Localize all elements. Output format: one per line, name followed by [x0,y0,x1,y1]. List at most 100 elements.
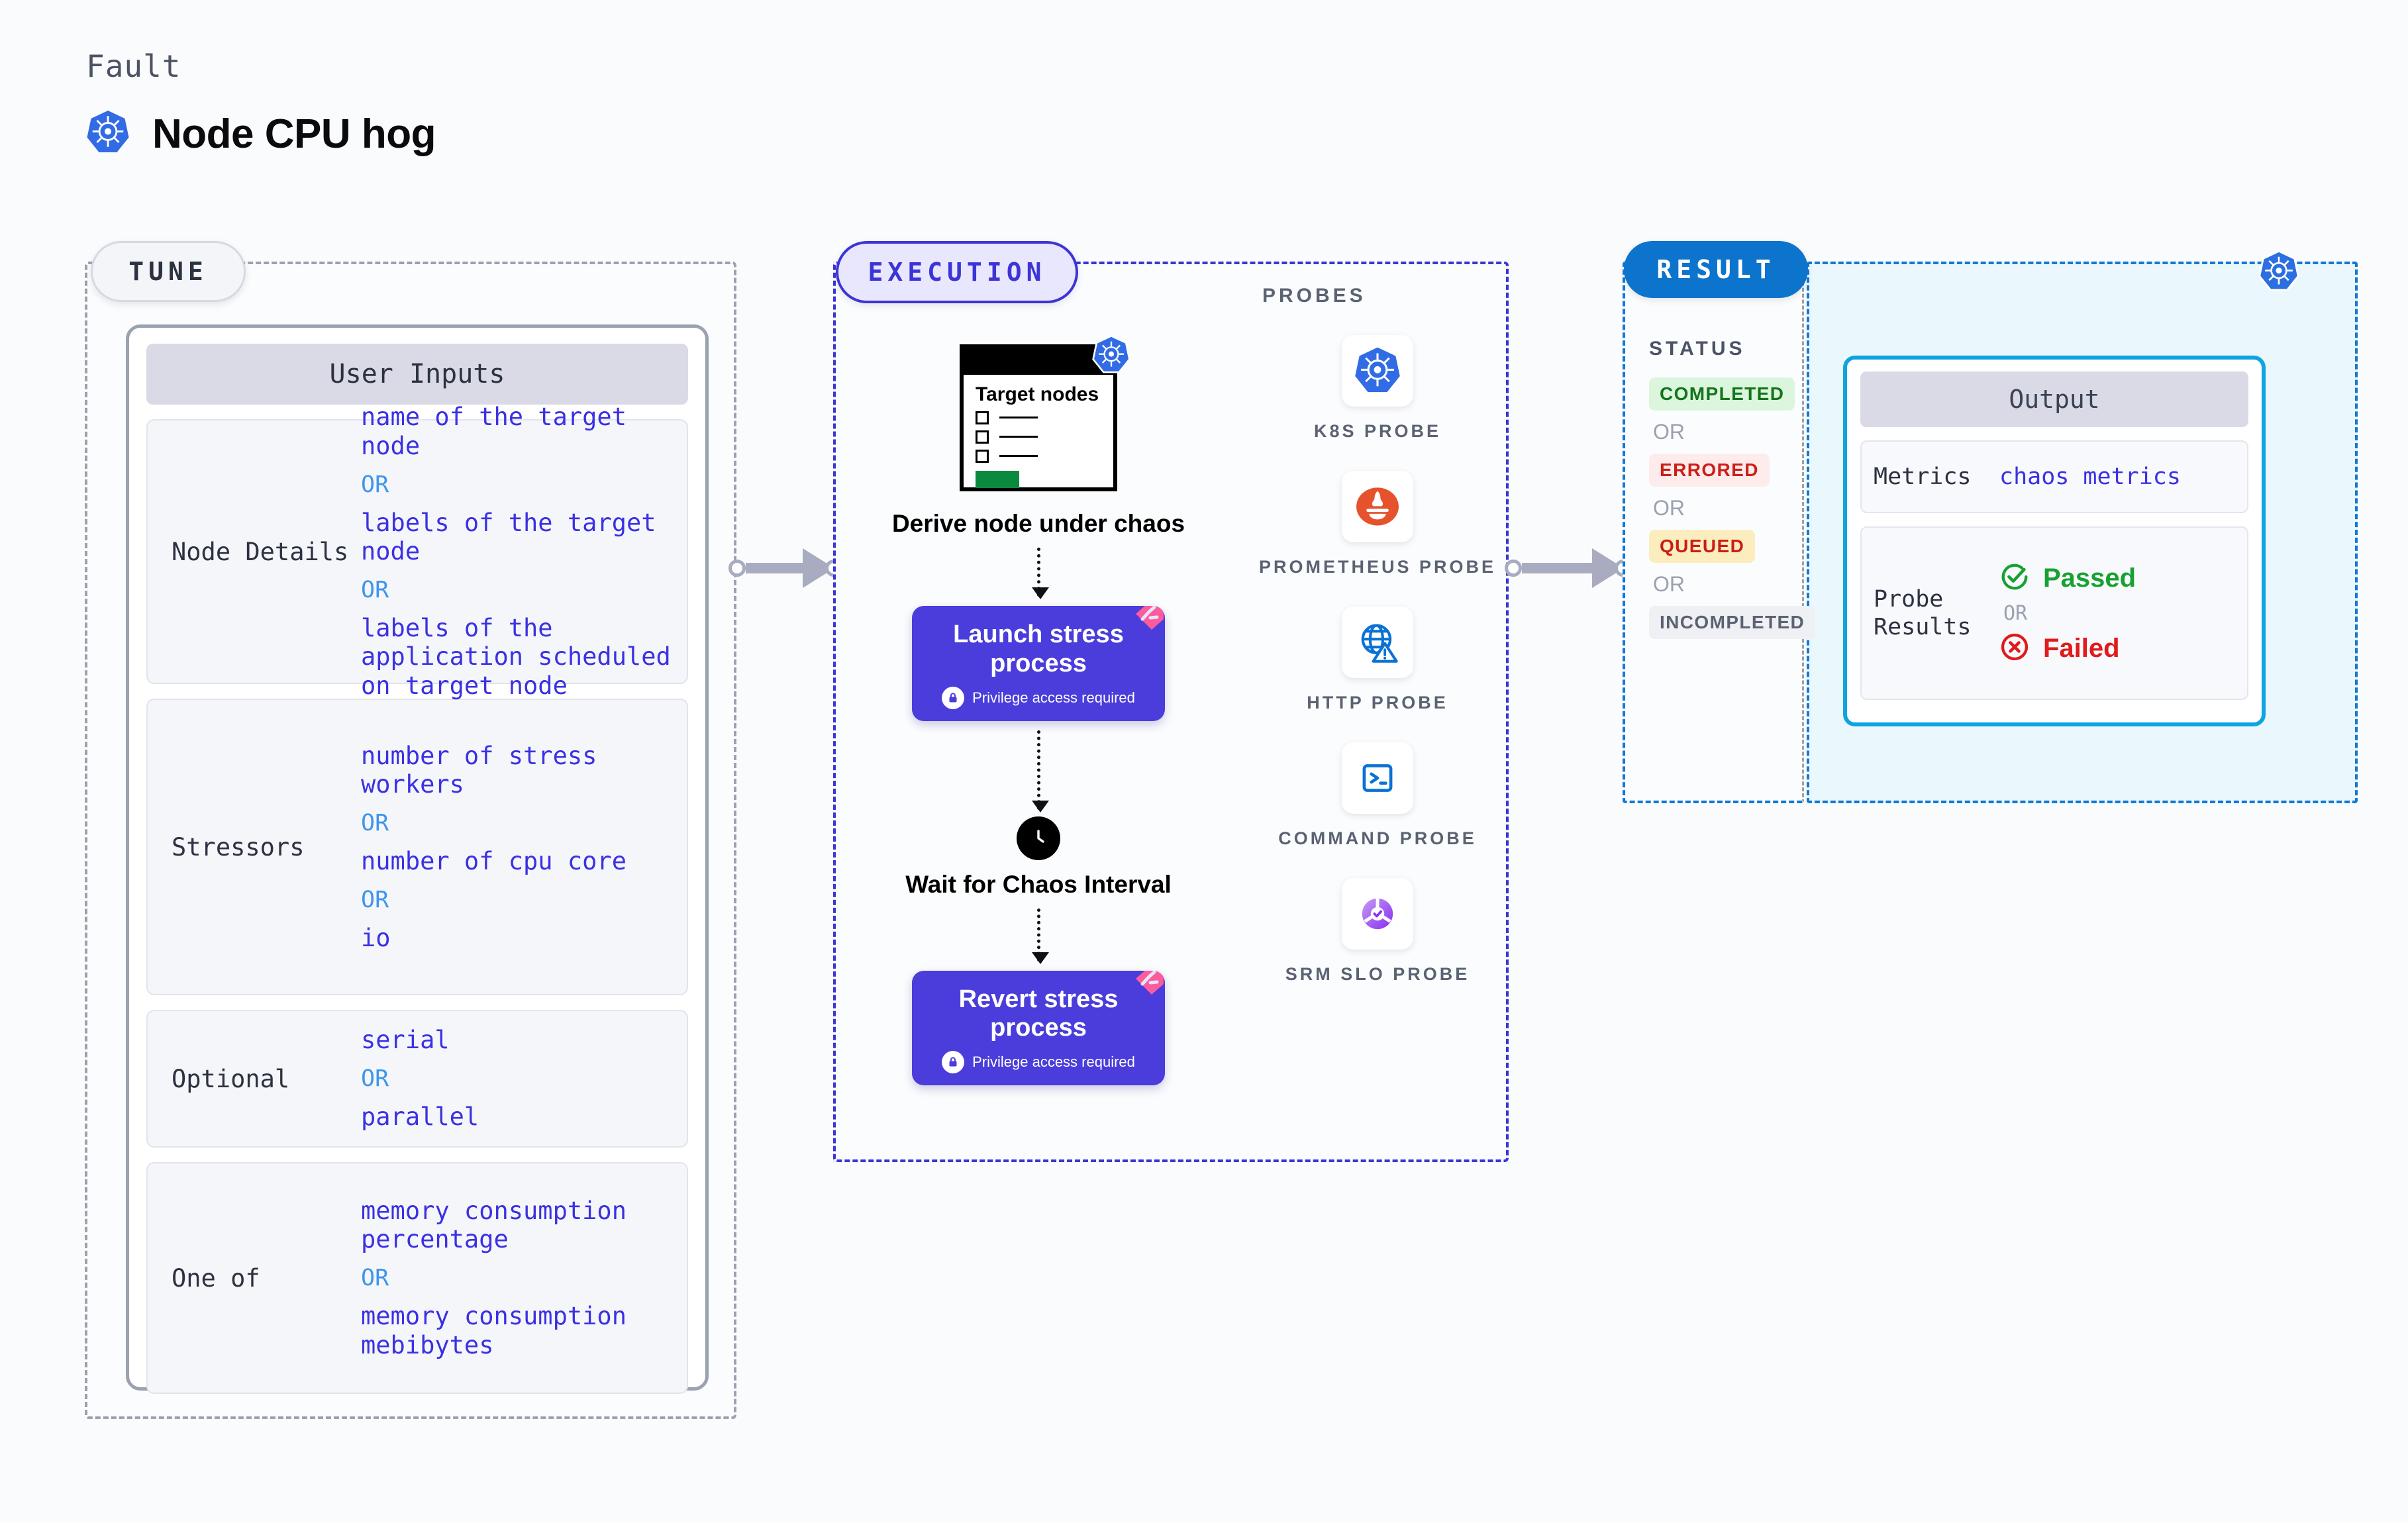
input-separator: OR [361,886,389,913]
input-value: labels of the application scheduled on t… [361,613,671,701]
probe-result-failed-label: Failed [2043,633,2120,663]
step-revert-stress-process[interactable]: Revert stress process Privilege access r… [912,970,1165,1085]
output-label: Probe Results [1874,586,1972,640]
input-group-stressors: Stressors number of stress workers OR nu… [146,699,688,995]
step-launch-stress-process[interactable]: Launch stress process Privilege access r… [912,606,1165,721]
connector-start-dot [1505,560,1522,577]
globe-warning-icon [1342,607,1413,679]
placeholder-line [999,455,1038,457]
output-label: Metrics [1874,464,1972,490]
prometheus-icon [1341,471,1413,543]
input-separator: OR [361,576,389,603]
target-card-green-bar [976,470,1019,488]
input-separator: OR [361,1265,389,1291]
check-circle-icon [1999,562,2030,595]
kubernetes-icon [1092,334,1130,378]
placeholder-line [999,436,1038,438]
input-group-label: Node Details [172,537,349,566]
probe-label: COMMAND PROBE [1278,828,1477,849]
flow-connector [1031,908,1049,964]
output-header: Output [1860,371,2248,427]
flow-connector [1031,730,1049,812]
input-separator: OR [361,1065,389,1092]
status-badge-list: COMPLETED OR ERRORED OR QUEUED OR INCOMP… [1649,377,1816,639]
connector-bar [746,563,804,573]
status-badge-completed: COMPLETED [1649,377,1795,411]
input-separator: OR [361,471,389,498]
input-value: serial [361,1026,450,1055]
clock-icon [1017,816,1060,860]
chaos-corner-badge-icon [1132,606,1165,638]
input-value: number of stress workers [361,741,597,799]
output-metrics-value[interactable]: chaos metrics [1999,464,2181,490]
probe-item-command[interactable]: COMMAND PROBE [1278,742,1477,850]
lock-icon [942,686,965,709]
status-badge-incompleted: INCOMPLETED [1649,606,1816,639]
chaos-corner-badge-icon [1132,970,1165,1003]
step-title: Launch stress process [953,620,1124,677]
step-caption-wait-for-chaos-interval: Wait for Chaos Interval [905,870,1172,898]
input-group-one-of: One of memory consumption percentage OR … [146,1162,688,1394]
status-separator: OR [1653,420,1685,444]
probe-item-http[interactable]: HTTP PROBE [1307,607,1448,714]
checkbox-icon [976,411,989,424]
step-title: Revert stress process [958,985,1119,1042]
input-value: name of the target node [361,403,627,460]
fault-title-row: Node CPU hog [86,109,436,159]
input-group-label: Optional [172,1064,290,1093]
input-value: memory consumption mebibytes [361,1302,627,1359]
flow-connector [1031,548,1049,600]
connector-bar [1522,563,1593,573]
probe-label: HTTP PROBE [1307,693,1448,713]
output-group-probe-results: Probe Results Passed OR Failed [1860,526,2248,700]
probe-label: K8S PROBE [1313,421,1442,441]
input-group-optional: Optional serial OR parallel [146,1010,688,1148]
connector-start-dot [728,560,746,577]
status-badge-queued: QUEUED [1649,530,1756,563]
probe-item-srm-slo[interactable]: SRM SLO PROBE [1285,878,1470,986]
target-nodes-card: Target nodes [960,334,1130,491]
probes-column: PROBES K8S PROBE PROMETHEUS PROBE HTTP P… [1252,285,1503,986]
step-caption-derive-node: Derive node under chaos [891,510,1185,537]
status-title: STATUS [1649,338,1746,360]
execution-flow: Target nodes Derive node under chaos Lau… [833,291,1244,1085]
input-value: io [361,923,391,952]
srm-slo-icon [1342,878,1413,950]
probe-result-failed: Failed [1999,632,2235,665]
probe-item-k8s[interactable]: K8S PROBE [1314,335,1441,443]
probe-result-separator: OR [2003,601,2028,625]
input-group-node-details: Node Details name of the target node OR … [146,403,688,700]
terminal-icon [1342,742,1413,814]
checkbox-icon [976,449,989,463]
step-subtext: Privilege access required [972,1054,1135,1070]
placeholder-line [999,417,1038,418]
output-card: Output Metrics chaos metrics Probe Resul… [1843,356,2266,726]
input-value: parallel [361,1103,479,1131]
user-inputs-card: User Inputs Node Details name of the tar… [126,324,709,1394]
kubernetes-icon [1341,335,1413,407]
result-pill-label: RESULT [1624,241,1808,298]
status-separator: OR [1653,496,1685,520]
probe-result-passed-label: Passed [2043,563,2136,593]
target-card-heading: Target nodes [976,383,1099,405]
probes-title: PROBES [1262,285,1366,307]
input-separator: OR [361,810,389,836]
status-badge-errored: ERRORED [1649,454,1770,487]
user-inputs-header: User Inputs [146,344,688,405]
connector-tune-to-execution [728,548,842,588]
status-separator: OR [1653,572,1685,596]
step-subtext: Privilege access required [972,689,1135,706]
output-group-metrics: Metrics chaos metrics [1860,440,2248,513]
probe-item-prometheus[interactable]: PROMETHEUS PROBE [1259,471,1496,579]
target-checkbox-row [976,411,1101,424]
connector-execution-to-result [1505,548,1632,588]
probe-label: PROMETHEUS PROBE [1258,557,1497,577]
input-value: number of cpu core [361,847,627,875]
input-value: labels of the target node [361,508,656,566]
x-circle-icon [1999,632,2030,665]
target-checkbox-row [976,430,1101,444]
lock-icon [942,1051,965,1073]
input-group-label: One of [172,1263,260,1293]
target-card-titlebar [964,348,1113,375]
checkbox-icon [976,430,989,444]
